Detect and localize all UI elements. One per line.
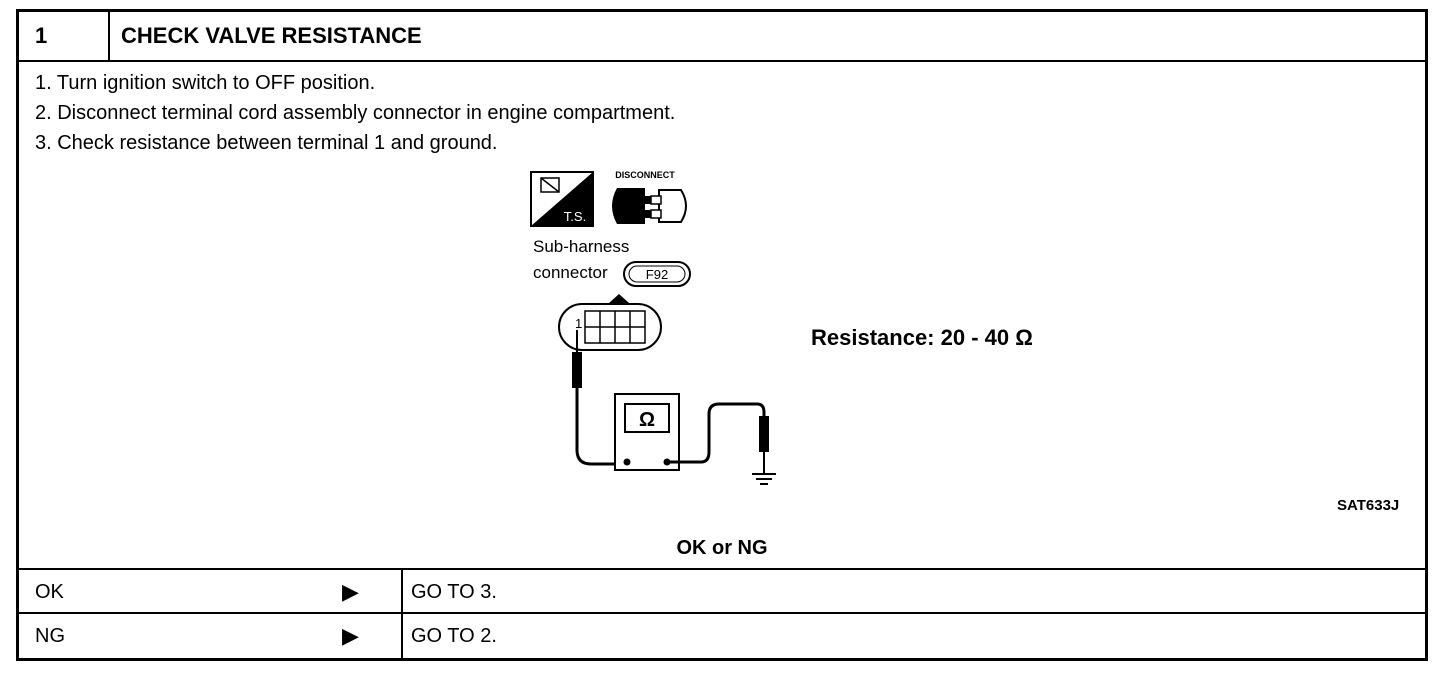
result-label: NG bbox=[35, 625, 65, 647]
connector-code-badge: F92 bbox=[623, 261, 691, 287]
resistance-spec: Resistance: 20 - 40 Ω bbox=[811, 325, 1033, 350]
harness-connector: 1 bbox=[558, 294, 662, 351]
arrow-right-icon: ▶ bbox=[342, 623, 359, 648]
step-number: 1 bbox=[19, 12, 110, 60]
ohmmeter: Ω bbox=[614, 393, 680, 471]
probe-lead bbox=[572, 330, 626, 466]
instruction-step: 1. Turn ignition switch to OFF position. bbox=[35, 72, 376, 94]
result-action: GO TO 3. bbox=[411, 581, 497, 603]
result-question: OK or NG bbox=[676, 537, 768, 559]
ts-label: T.S. bbox=[564, 209, 586, 224]
procedure-title: CHECK VALVE RESISTANCE bbox=[121, 23, 422, 48]
svg-text:F92: F92 bbox=[646, 267, 668, 282]
test-switch-icon: T.S. bbox=[530, 171, 594, 227]
procedure-header: 1 CHECK VALVE RESISTANCE bbox=[19, 12, 1425, 62]
instruction-list: 1. Turn ignition switch to OFF position.… bbox=[35, 68, 675, 158]
column-divider bbox=[401, 570, 403, 614]
result-row-ok: OK ▶ GO TO 3. bbox=[19, 568, 1425, 614]
figure-id: SAT633J bbox=[1337, 497, 1400, 514]
procedure-table: 1 CHECK VALVE RESISTANCE 1. Turn ignitio… bbox=[16, 9, 1428, 661]
disconnect-icon: DISCONNECT bbox=[612, 170, 687, 224]
terminal-number: 1 bbox=[575, 316, 582, 331]
connector-label-line1: Sub-harness bbox=[533, 237, 629, 256]
instruction-step: 2. Disconnect terminal cord assembly con… bbox=[35, 102, 676, 124]
ground-icon bbox=[752, 473, 776, 485]
ohm-icon: Ω bbox=[639, 409, 655, 431]
result-label: OK bbox=[35, 581, 64, 603]
result-action: GO TO 2. bbox=[411, 625, 497, 647]
arrow-right-icon: ▶ bbox=[342, 579, 359, 604]
wiring-diagram: T.S. DISCONNECT Sub-harness connector F9… bbox=[530, 170, 776, 485]
instruction-step: 3. Check resistance between terminal 1 a… bbox=[35, 132, 498, 154]
result-row-ng: NG ▶ GO TO 2. bbox=[19, 612, 1425, 658]
ground-lead bbox=[667, 402, 769, 474]
disconnect-label: DISCONNECT bbox=[615, 170, 675, 180]
column-divider bbox=[401, 614, 403, 658]
connector-label-line2: connector bbox=[533, 263, 608, 282]
